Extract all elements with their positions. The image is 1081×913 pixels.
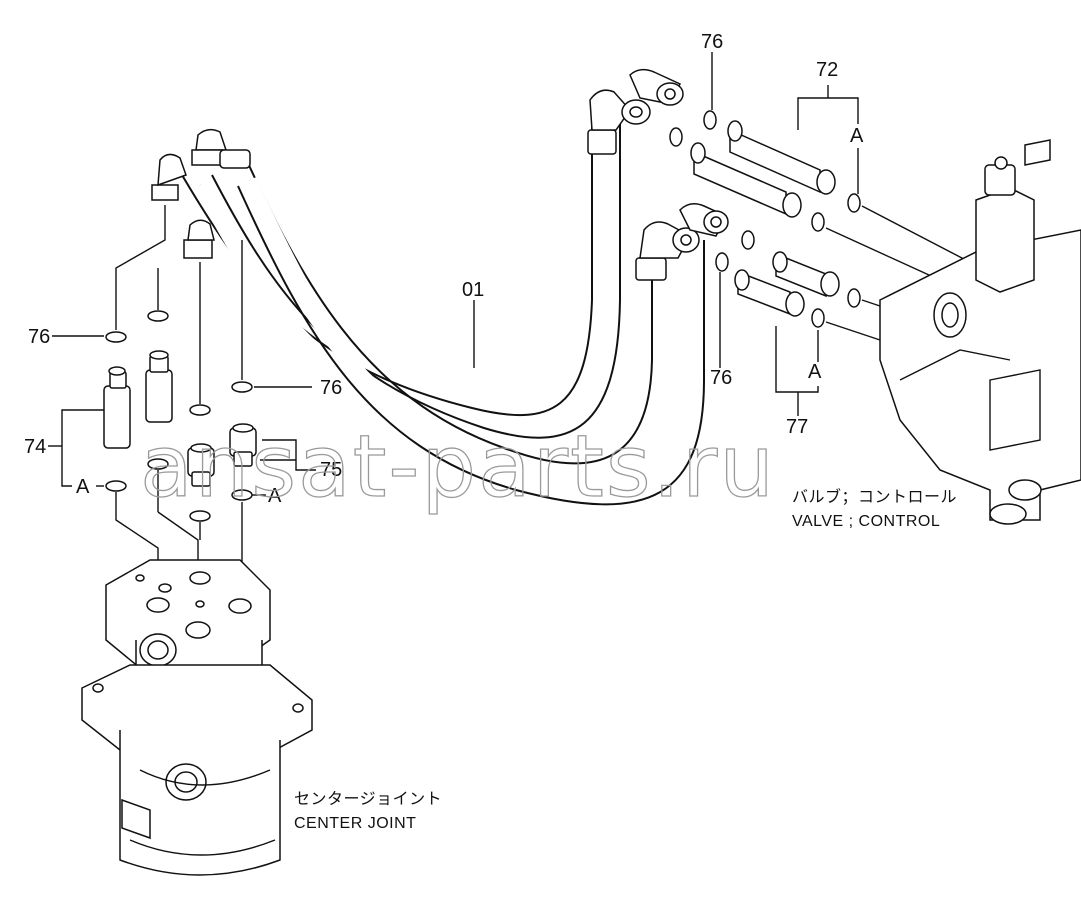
label-oring-76-left: 76 — [28, 326, 50, 348]
caption-valve-jp: バルブ；コントロール — [792, 487, 957, 506]
label-adapter-77: 77 — [786, 416, 808, 438]
hose-elbows-left — [151, 128, 251, 259]
label-oring-76-right: 76 — [710, 367, 732, 389]
label-marker-a-top: A — [850, 125, 864, 147]
caption-center-jp: センタージョイント — [294, 790, 442, 808]
component-captions: バルブ；コントロール VALVE ; CONTROL センタージョイント CEN… — [294, 487, 957, 832]
watermark-text: ansat-parts.ru — [140, 417, 776, 517]
label-oring-76-top: 76 — [701, 31, 723, 53]
caption-center-en: CENTER JOINT — [294, 815, 416, 832]
callout-labels: 01 76 72 A 76 A 77 76 76 74 A 75 A — [24, 31, 864, 507]
control-valve-body — [879, 139, 1081, 525]
label-marker-a-mid: A — [268, 485, 282, 507]
o-rings-right — [669, 110, 861, 328]
hose-elbows-right — [587, 68, 729, 281]
adapters-right — [690, 120, 840, 317]
hose-assembly — [164, 110, 705, 506]
label-hose-01: 01 — [462, 279, 484, 301]
label-adapter-72: 72 — [816, 59, 838, 81]
label-marker-a-left: A — [76, 476, 90, 498]
caption-valve-en: VALVE ; CONTROL — [792, 513, 940, 530]
label-adapter-75: 75 — [320, 459, 342, 481]
adapters-left — [103, 350, 257, 487]
label-oring-76-mid: 76 — [320, 377, 342, 399]
leader-lines-left — [48, 205, 316, 610]
label-adapter-74: 74 — [24, 436, 46, 458]
o-rings-left — [105, 310, 253, 522]
label-marker-a-right: A — [808, 361, 822, 383]
center-joint-body — [81, 559, 313, 876]
